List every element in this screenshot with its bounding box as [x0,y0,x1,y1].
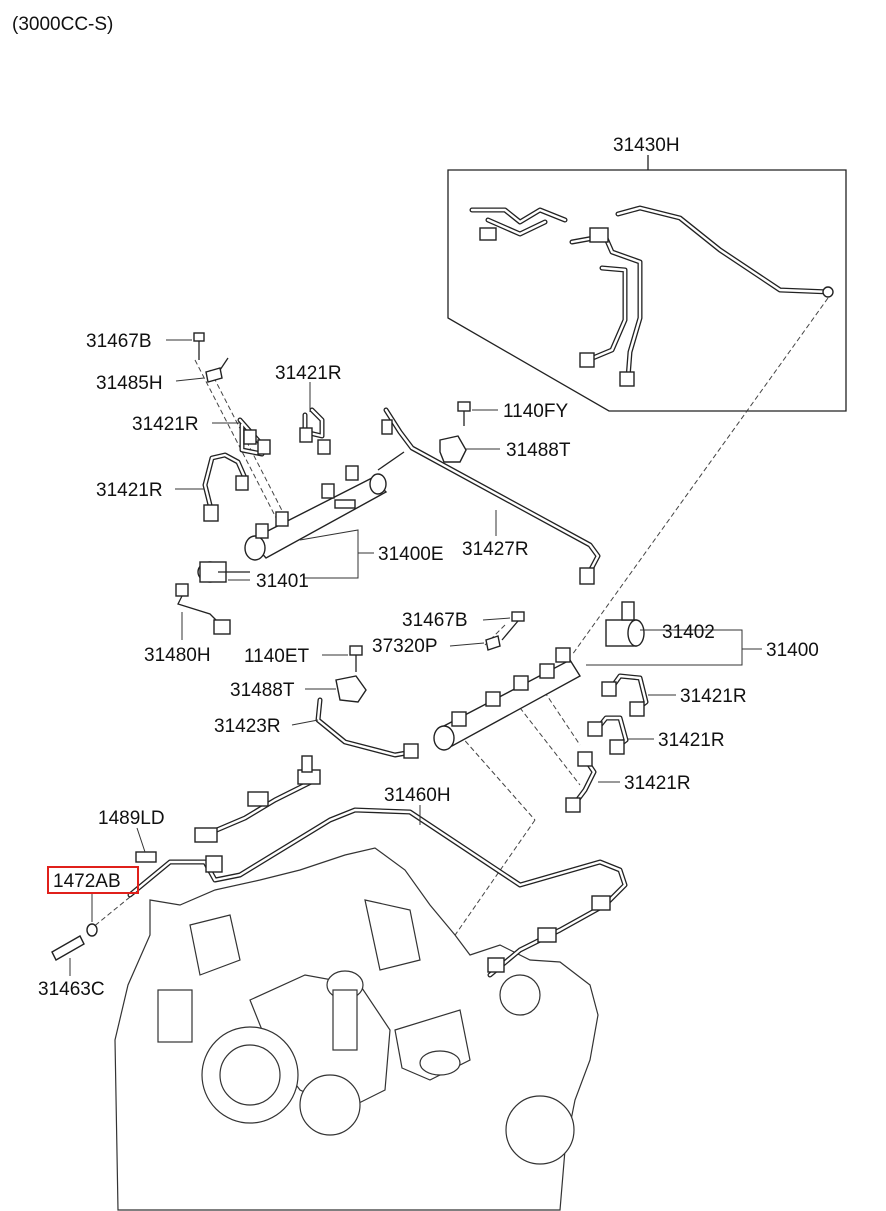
label-31460h: 31460H [384,785,451,806]
label-31421r-a: 31421R [275,363,342,384]
harness-31480h[interactable] [175,583,231,635]
bracket-31488t-upper[interactable] [439,435,467,463]
injector-line-31421r-c[interactable] [202,452,249,522]
label-31401: 31401 [256,571,309,592]
bolt-1140et[interactable] [349,645,363,672]
injector-line-31421r-e[interactable] [587,715,629,755]
label-1140et: 1140ET [244,646,310,667]
pressure-regulator-31402[interactable] [605,601,645,647]
reference-line [509,694,581,786]
reference-line [571,297,829,656]
reference-line [484,624,506,646]
reference-line [91,896,131,929]
injector-line-31421r-d[interactable] [601,673,649,717]
fuel-pipe-assembly-31430h[interactable] [447,155,847,412]
label-31400e: 31400E [378,544,444,565]
fitting-31463c[interactable] [51,935,85,961]
feed-pipe-31427r[interactable] [377,407,601,585]
label-37320p: 37320P [372,636,438,657]
seal-1472ab[interactable] [86,923,98,937]
sensor-37320p[interactable] [485,635,501,651]
injector-line-31421r-b[interactable] [299,407,331,455]
label-1489ld: 1489LD [98,808,165,829]
clip-1489ld[interactable] [135,851,157,863]
highlight-box-1472ab [47,866,139,894]
label-31402: 31402 [662,622,715,643]
reference-line [459,734,536,821]
label-31467b-upper: 31467B [86,331,152,352]
clip-31485h[interactable] [205,357,229,383]
fuel-rail-lower-31400[interactable] [433,647,581,751]
bracket-31488t-mid[interactable] [335,675,367,703]
reference-line [409,819,536,1001]
bolt-31467b-upper[interactable] [193,332,205,360]
label-31421r-d: 31421R [680,686,747,707]
label-31400: 31400 [766,640,819,661]
reference-line [194,359,291,546]
label-1140fy: 1140FY [503,401,568,422]
label-31421r-f: 31421R [624,773,691,794]
label-31421r-b: 31421R [132,414,199,435]
label-31421r-e: 31421R [658,730,725,751]
fuel-line-31460h[interactable] [127,755,628,978]
label-1472ab[interactable]: 1472AB [53,871,121,892]
label-31467b-mid: 31467B [402,610,468,631]
bolt-31467b-mid[interactable] [501,611,525,641]
injector-line-31421r-f[interactable] [565,751,597,813]
label-31421r-c: 31421R [96,480,163,501]
label-31430h: 31430H [613,135,680,156]
diagram-title: (3000CC-S) [12,14,113,35]
bolt-1140fy[interactable] [457,401,471,426]
label-31427r: 31427R [462,539,529,560]
label-31485h: 31485H [96,373,163,394]
fuel-rail-upper-31400e[interactable] [244,465,388,561]
label-31423r: 31423R [214,716,281,737]
injector-line-31421r-a[interactable] [237,417,271,457]
pressure-sensor-31401[interactable] [197,561,250,583]
leader-lines [69,339,762,976]
label-31488t-mid: 31488T [230,680,295,701]
engine-block [114,847,599,1211]
feed-line-31423r[interactable] [315,697,419,759]
label-31480h: 31480H [144,645,211,666]
label-31488t-upper: 31488T [506,440,571,461]
label-31463c: 31463C [38,979,105,1000]
